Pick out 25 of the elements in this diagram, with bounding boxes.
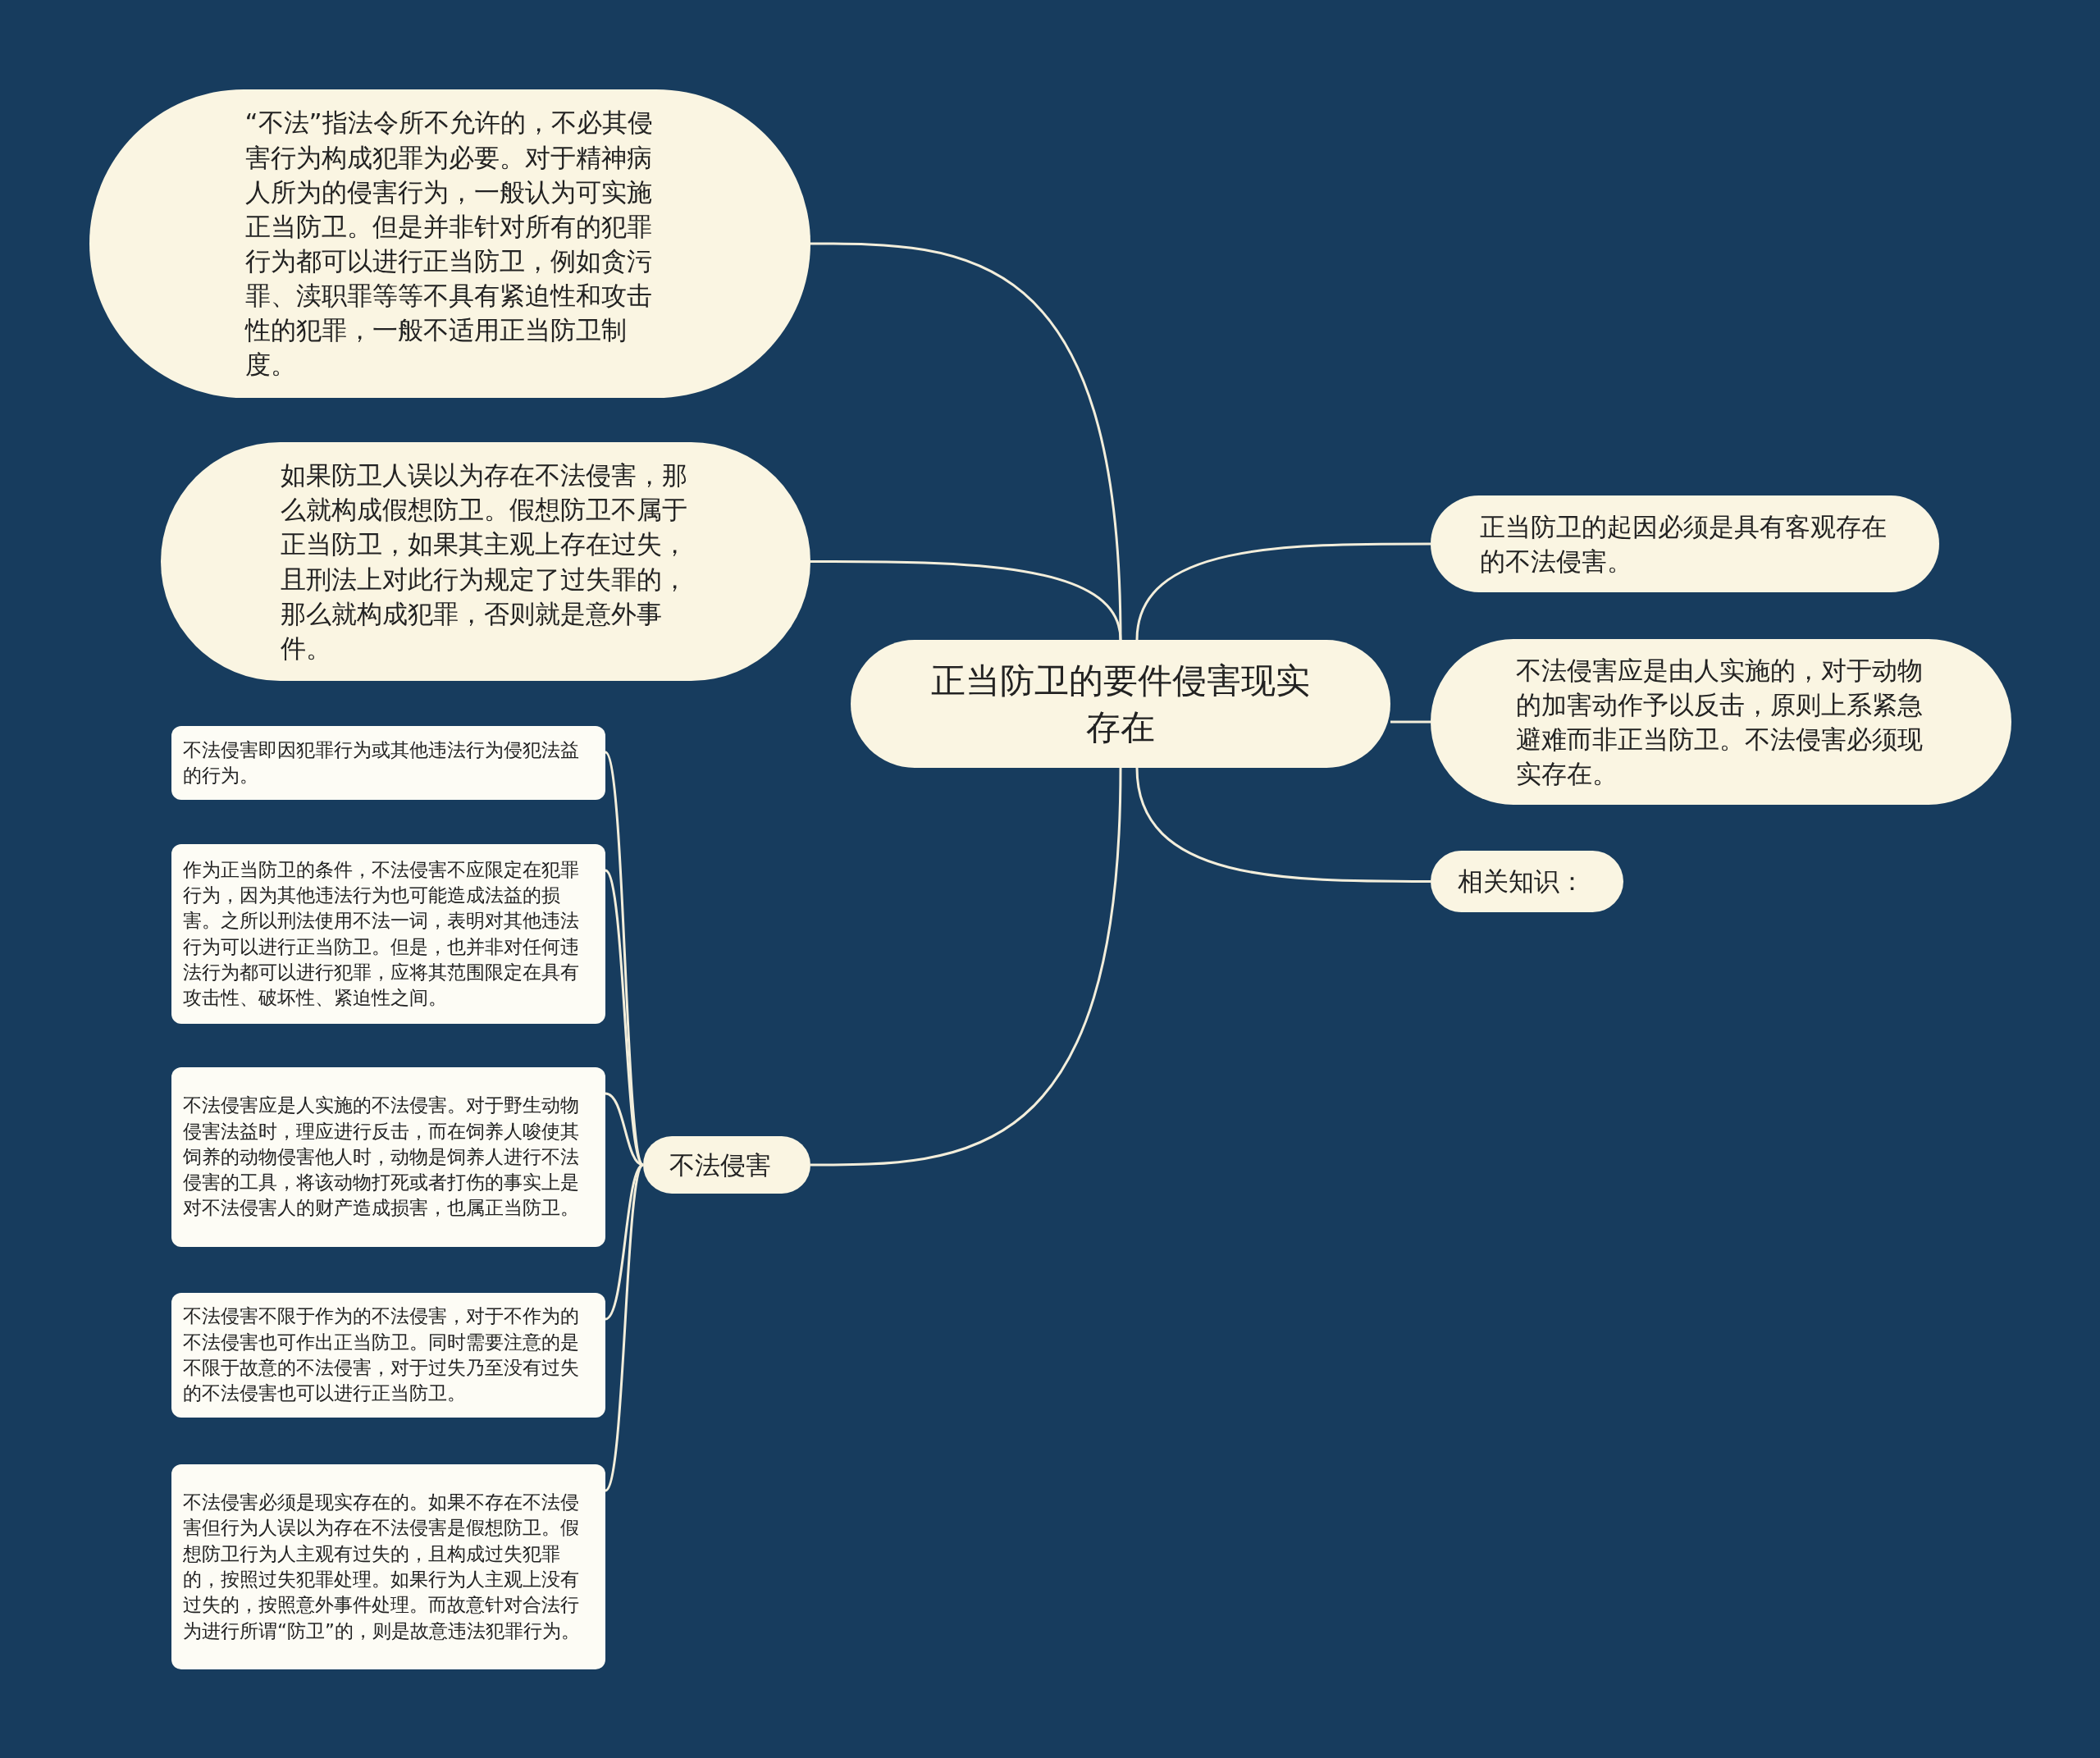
topic-text: 不法侵害应是人实施的不法侵害。对于野生动物侵害法益时，理应进行反击，而在饲养人唆使其饲养的动物侵害他人时，动物是饲养人进行不法侵害的工具，将该动物打死或者打伤的事实上是对不法侵害人的财产造成损害，也属正当防卫。 [183,1094,580,1221]
topic-text: 作为正当防卫的条件，不法侵害不应限定在犯罪行为，因为其他违法行为也可能造成法益的损害。之所以刑法使用不法一词，表明对其他违法行为可以进行正当防卫。但是，也并非对任何违法行为都可以进行犯罪，应将其范围限定在具有攻击性、破坏性、紧迫性之间。 [183,857,580,1011]
connector-line [810,560,1122,641]
note-card [171,726,605,800]
topic-text: 不法侵害不限于作为的不法侵害，对于不作为的不法侵害也可作出正当防卫。同时需要注意的是不限于故意的不法侵害，对于过失乃至没有过失的不法侵害也可以进行正当防卫。 [183,1304,580,1406]
note-card [171,1464,605,1669]
topic-text: 不法侵害必须是现实存在的。如果不存在不法侵害但行为人误以为存在不法侵害是假想防卫。假想防卫行为人主观有过失的，且构成过失犯罪的，按照过失犯罪处理。如果行为人主观上没有过失的，按照意外事件处理。而故意针对合法行为进行所谓“防卫”的，则是故意违法犯罪行为。 [183,1491,581,1643]
topic-text: 正当防卫的要件侵害现实存在 [930,659,1311,749]
connector-line [1135,542,1431,641]
topic-text: 相关知识： [1457,865,1586,898]
connector-line [810,767,1122,1167]
note-card [171,844,605,1024]
topic-text: 正当防卫的起因必须是具有客观存在的不法侵害。 [1480,510,1888,578]
connector-line [1135,767,1431,883]
topic-text: 不法侵害 [669,1148,772,1181]
connector-line [1390,720,1431,724]
note-card [171,1293,605,1418]
topic-text: 不法侵害即因犯罪行为或其他违法行为侵犯法益的行为。 [183,737,580,788]
connector-line [604,1164,645,1491]
topic-text: 不法侵害应是由人实施的，对于动物的加害动作予以反击，原则上系紧急避难而非正当防卫。不法侵害必须现实存在。 [1516,654,1924,791]
note-card [171,1067,605,1247]
topic-text: 如果防卫人误以为存在不法侵害，那么就构成假想防卫。假想防卫不属于正当防卫，如果其主观上存在过失，且刑法上对此行为规定了过失罪的，那么就构成犯罪，否则就是意外事件。 [281,459,688,664]
topic-text: “不法”指法令所不允许的，不必其侵害行为构成犯罪为必要。对于精神病人所为的侵害行为，一般认为可实施正当防卫。但是并非针对所有的犯罪行为都可以进行正当防卫，例如贪污罪、渎职罪等等不具有紧迫性和攻击性的犯罪，一般不适用正当防卫制度。 [244,107,654,381]
connector-line [604,751,645,1166]
connector-line [605,1163,644,1321]
